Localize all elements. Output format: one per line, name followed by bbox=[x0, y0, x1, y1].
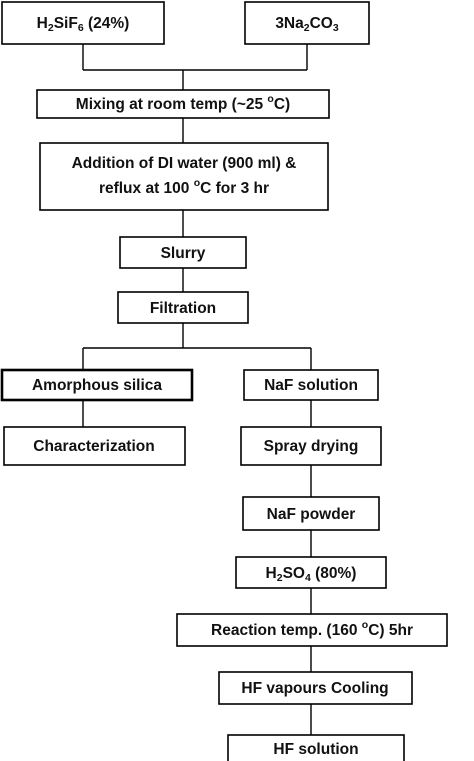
node-slurry: Slurry bbox=[119, 236, 247, 269]
node-h2so4: H2SO4 (80%) bbox=[235, 556, 387, 589]
naf-powder-label: NaF powder bbox=[267, 506, 356, 523]
h2so4-mid: SO bbox=[283, 565, 305, 582]
na2co3-sub1: 2 bbox=[304, 22, 310, 34]
node-hf-vapours-cooling: HF vapours Cooling bbox=[218, 671, 413, 705]
node-naf-solution: NaF solution bbox=[243, 369, 379, 401]
filtration-label: Filtration bbox=[150, 300, 216, 317]
h2so4-post: (80%) bbox=[311, 565, 357, 582]
na2co3-pre: 3Na bbox=[275, 15, 304, 32]
node-na2co3: 3Na2CO3 bbox=[244, 1, 370, 45]
addition-line2-post: C for 3 hr bbox=[200, 180, 269, 197]
node-filtration: Filtration bbox=[117, 291, 249, 324]
h2sif6-post: (24%) bbox=[84, 15, 130, 32]
svg-text:reflux at 100 oC for 3 hr: reflux at 100 oC for 3 hr bbox=[99, 177, 269, 197]
svg-text:H2SiF6 (24%): H2SiF6 (24%) bbox=[37, 15, 130, 34]
node-spray-drying: Spray drying bbox=[240, 426, 382, 466]
node-h2sif6: H2SiF6 (24%) bbox=[1, 1, 165, 45]
h2so4-sub2: 4 bbox=[305, 572, 311, 584]
svg-text:3Na2CO3: 3Na2CO3 bbox=[275, 15, 339, 34]
na2co3-mid: CO bbox=[310, 15, 333, 32]
svg-text:Reaction temp. (160 oC) 5hr: Reaction temp. (160 oC) 5hr bbox=[211, 619, 413, 639]
mixing-sup: o bbox=[267, 93, 273, 105]
addition-line2-sup: o bbox=[194, 177, 200, 189]
h2sif6-mid: SiF bbox=[54, 15, 78, 32]
node-addition: Addition of DI water (900 ml) & reflux a… bbox=[39, 142, 329, 211]
node-hf-solution: HF solution bbox=[227, 734, 405, 761]
node-reaction: Reaction temp. (160 oC) 5hr bbox=[176, 613, 448, 647]
h2sif6-pre: H bbox=[37, 15, 48, 32]
mixing-post: C) bbox=[274, 96, 290, 113]
hf-solution-label: HF solution bbox=[273, 741, 358, 758]
addition-line2-pre: reflux at 100 bbox=[99, 180, 194, 197]
hf-vapours-label: HF vapours Cooling bbox=[241, 680, 388, 697]
characterization-label: Characterization bbox=[33, 438, 154, 455]
reaction-pre: Reaction temp. (160 bbox=[211, 622, 362, 639]
mixing-pre: Mixing at room temp (~25 bbox=[76, 96, 268, 113]
amorphous-silica-label: Amorphous silica bbox=[32, 377, 162, 394]
node-amorphous-silica: Amorphous silica bbox=[0, 368, 194, 402]
svg-text:Mixing at room temp (~25 oC): Mixing at room temp (~25 oC) bbox=[76, 93, 290, 113]
reaction-post: C) 5hr bbox=[368, 622, 413, 639]
na2co3-sub2: 3 bbox=[333, 22, 339, 34]
slurry-label: Slurry bbox=[161, 245, 206, 262]
naf-solution-label: NaF solution bbox=[264, 377, 358, 394]
h2so4-pre: H bbox=[266, 565, 277, 582]
reaction-sup: o bbox=[362, 619, 368, 631]
node-characterization: Characterization bbox=[3, 426, 186, 466]
h2sif6-sub1: 2 bbox=[48, 22, 54, 34]
svg-text:H2SO4 (80%): H2SO4 (80%) bbox=[266, 565, 357, 584]
node-mixing: Mixing at room temp (~25 oC) bbox=[36, 89, 330, 119]
addition-line1: Addition of DI water (900 ml) & bbox=[72, 155, 297, 172]
spray-drying-label: Spray drying bbox=[264, 438, 359, 455]
connectors bbox=[82, 44, 312, 735]
h2so4-sub1: 2 bbox=[277, 572, 283, 584]
node-naf-powder: NaF powder bbox=[242, 496, 380, 531]
h2sif6-sub2: 6 bbox=[78, 22, 84, 34]
